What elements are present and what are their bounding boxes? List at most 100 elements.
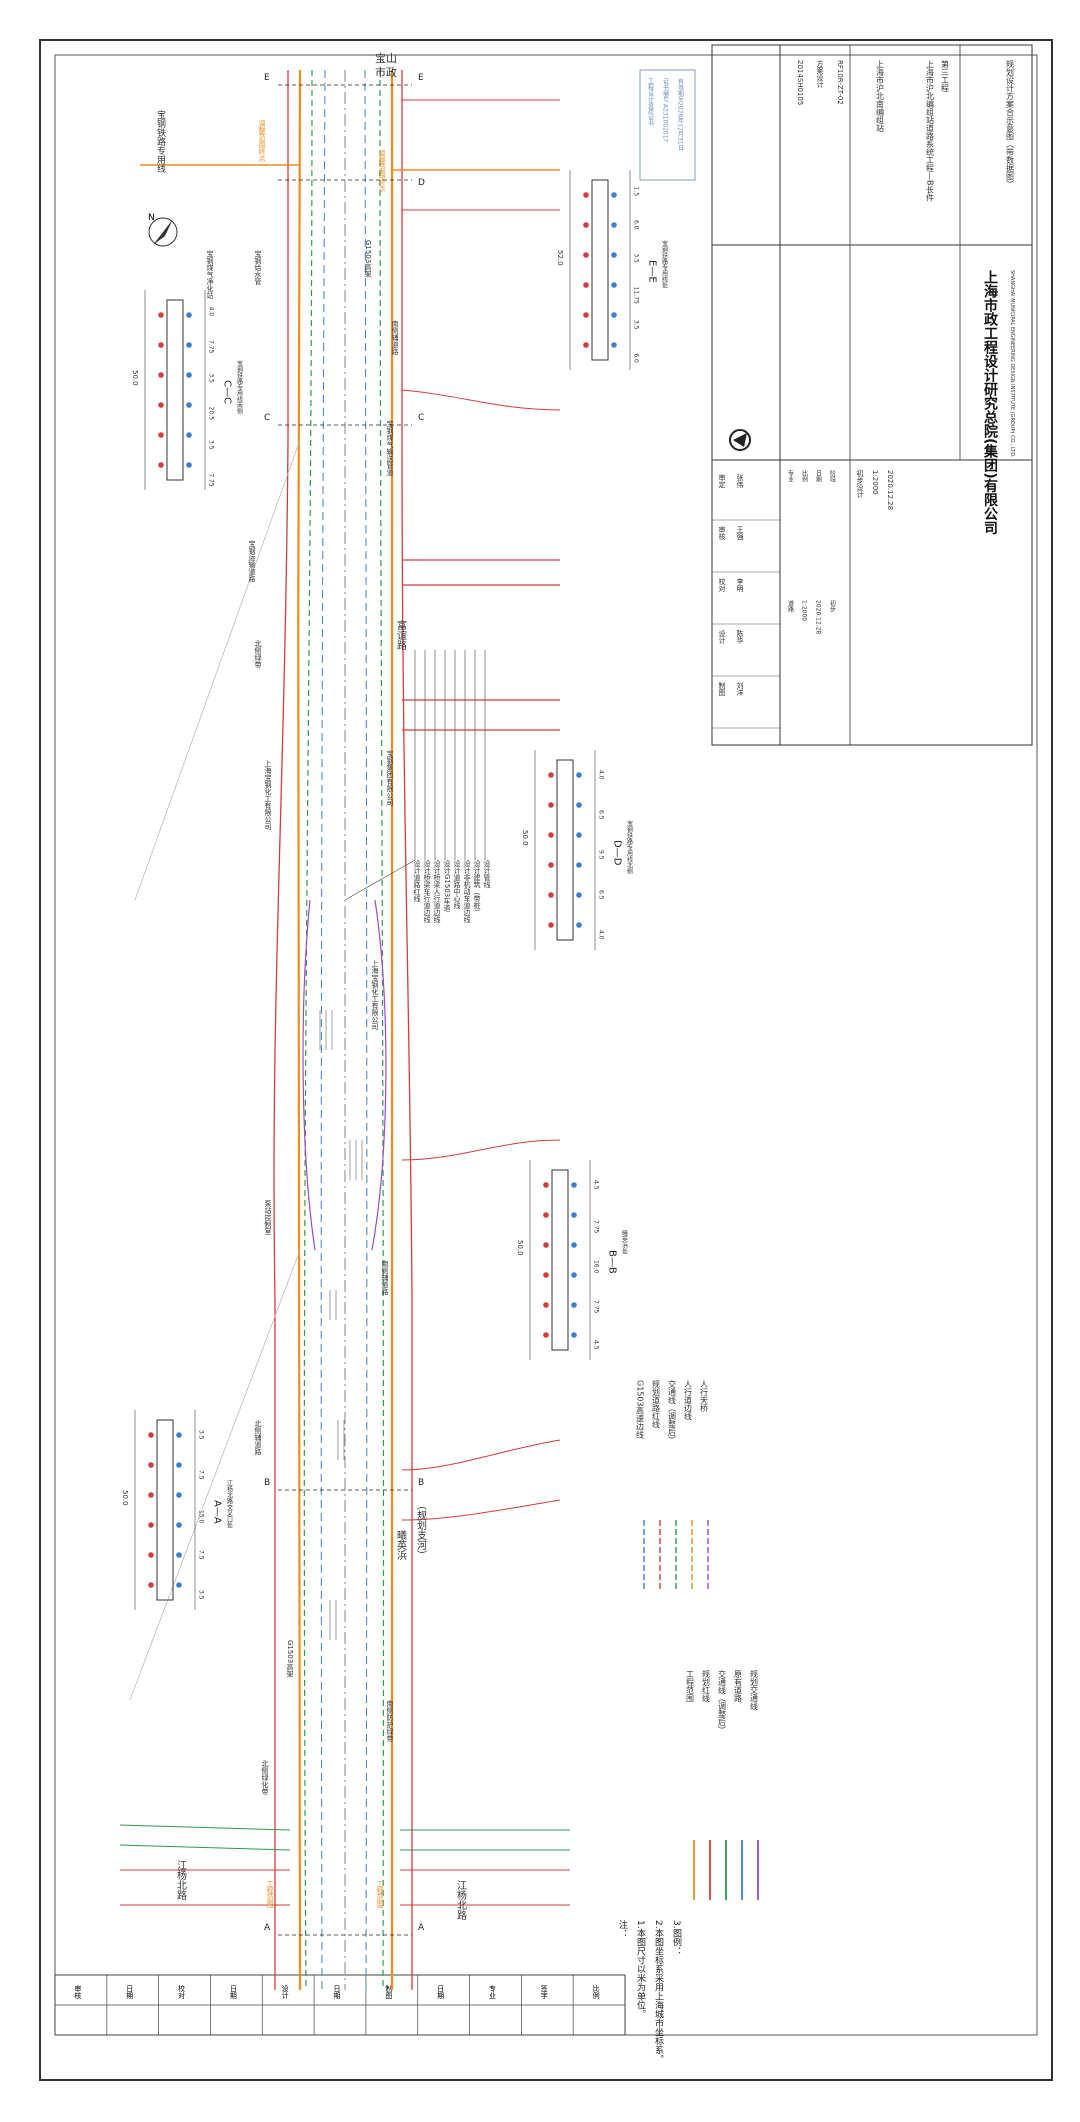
strip-cell: 比例 [592, 1984, 600, 2000]
section-dimension: 4.0 [598, 930, 605, 940]
traffic-line-2 [379, 69, 385, 1991]
strip-cell: 日期 [437, 1985, 445, 2000]
widening-lane [302, 899, 316, 1251]
tb-role: 制图 [718, 681, 726, 697]
legend-top: G1503高速边线规划道路红线交通线（调整后）人行道边线人行天桥 [636, 1379, 709, 1590]
label-group-co: 宝钢集团有限公司 [386, 749, 394, 806]
label-eng-range: 工程范围 [266, 1880, 274, 1909]
tb-value: 初步 [829, 599, 836, 613]
section-mark-d: D [418, 178, 425, 188]
section-dimension: 6.5 [598, 890, 605, 900]
label-south-tree: 南侧防护绿带 [386, 1699, 394, 1743]
west-boundary-line [129, 1249, 301, 1701]
section-mark-b-west: B [264, 1478, 270, 1488]
tb-role: 审定 [718, 473, 726, 489]
notes-block: 注： 1.本图尺寸以米为单位。 2.本图坐标系采用上海城市坐标系。 3.图例： [617, 1919, 682, 2064]
annotation-item: 设计桥梁车行道边线 [423, 859, 431, 923]
section-dimension: 7.75 [208, 340, 215, 354]
section-dimension: 11.75 [633, 287, 640, 304]
section-dimension: 1.5 [633, 187, 640, 197]
label-north-tree: 北侧绿化带 [261, 1760, 269, 1796]
legend-item-label: G1503高速边线 [636, 1380, 645, 1439]
road-label-jiangyang-east: 江杨北路 [455, 1880, 467, 1921]
cross-street-fuyi [402, 559, 560, 731]
planning-redline-west [273, 70, 289, 1990]
tb-label: 专业 [787, 469, 794, 482]
legend-item-label: 人行天桥 [700, 1380, 709, 1413]
label-g1503: G1503高架 [364, 240, 372, 278]
section-title: C—C [222, 380, 233, 404]
annotation-item: 设计非机动车道边线 [463, 859, 471, 923]
label-g1503-2: G1503高架 [286, 1640, 294, 1678]
section-mark-e-west: E [264, 73, 270, 83]
legend-item-label: 规划交通线 [750, 1669, 759, 1710]
rail-label: 宝钢铁路专用线 [155, 109, 166, 173]
project-line1: 上海市沪北编组站道路系统工程—B长件 [926, 60, 935, 203]
cross-street-jiangyang [119, 1824, 570, 1906]
strip-cell: 日期 [333, 1985, 341, 2000]
road-corridor [273, 69, 413, 1991]
tb-name: 王强 [736, 526, 744, 541]
tb-role: 审核 [718, 525, 726, 541]
section-dimension: 3.5 [198, 1590, 205, 1600]
annotation-item: 设计道路红线 [413, 859, 421, 902]
section-dimension: 4.0 [208, 307, 215, 317]
section-mark-a-east: A [418, 1923, 425, 1933]
label-adjust-end-2: 调整范围终点 [258, 119, 266, 163]
notes-title: 注： [617, 1919, 628, 1938]
section-dimension: 7.75 [593, 1300, 600, 1314]
plan-annotations: 调整范围终点 调整范围终点 工程范围 工程范围 宝钢煤气净化站 G1503高架 … [206, 119, 399, 1909]
section-dimension: 4.5 [593, 1180, 600, 1190]
design-status: 方案设计 [816, 59, 824, 89]
project-line2: 第三工程 [941, 59, 950, 93]
tb-label: 比例 [801, 469, 808, 483]
section-mark-c-west: C [264, 413, 270, 423]
tb-name: 张伟 [736, 473, 744, 489]
strip-cell: 日期 [126, 1985, 134, 2000]
sheet-border [39, 39, 1053, 2081]
traffic-line-1 [303, 69, 313, 1991]
project-subtitle: 规划设计方案合示意图（带数据图） [1006, 59, 1015, 188]
legend-item-label: 交通线（调整后） [718, 1669, 727, 1734]
section-dimension: 4.0 [598, 770, 605, 780]
road-names: 宝山 市政 富谊路 江杨北路 江杨北路 （规划支河） 曦英浜 宝钢铁路专用线 [155, 51, 467, 1921]
section-dimension: 3.5 [633, 253, 640, 263]
engineering-boundary-west [297, 69, 302, 1991]
section-dimension: 3.5 [198, 1430, 205, 1440]
strip-cell: 校对 [178, 1984, 186, 1999]
label-south-road-2: 南侧辅道路 [391, 319, 399, 356]
tb-value: 2020.12.28 [815, 600, 822, 635]
label-chem-co: 上海宝钢化工有限公司 [264, 759, 272, 830]
legend-item-label: 交通线（调整后） [668, 1379, 677, 1444]
label-adjust-end: 调整范围终点 [378, 149, 386, 193]
tb-value: 1:2000 [801, 600, 808, 621]
label-gas-station: 宝钢煤气净化站 [206, 249, 214, 300]
legend-bottom: 工程范围规划红线交通线（调整后）原有道路规划交通线 [686, 1669, 759, 1900]
annotation-item: 设计G1503车道 [443, 859, 451, 912]
section-mark-a-west: A [264, 1923, 271, 1933]
tb-scale: 1:2000 [871, 470, 879, 495]
section-title: E—E [647, 260, 658, 283]
svg-text:N: N [148, 213, 155, 223]
label-north-road-2: 北侧辅道路 [254, 1420, 262, 1456]
stamp-line3: 有效期至2026年12月31日 [677, 77, 684, 152]
road-label-baoshan: 宝山 [375, 51, 397, 65]
annotation-list: 设计道路红线设计桥梁车行道边线设计桥梁人行道边线设计G1503车道设计道路中心线… [344, 650, 491, 923]
section-dimension: 7.75 [593, 1220, 600, 1234]
label-chem-co-2: 上海宝钢化工有限公司 [371, 959, 379, 1030]
section-dimension: 4.5 [593, 1340, 600, 1350]
section-total-width: 50.0 [131, 370, 139, 386]
west-boundary-line-2 [134, 439, 301, 901]
strip-cell: 专业 [488, 1984, 496, 1999]
strip-cell: 制图 [385, 1984, 393, 2000]
road-label-fuyi: 富谊路 [395, 619, 407, 651]
company-logo [729, 429, 751, 451]
label-north-road: 北侧绿带 [254, 640, 262, 669]
section-dimension: 3.5 [208, 440, 215, 450]
section-total-width: 50.0 [521, 830, 529, 846]
